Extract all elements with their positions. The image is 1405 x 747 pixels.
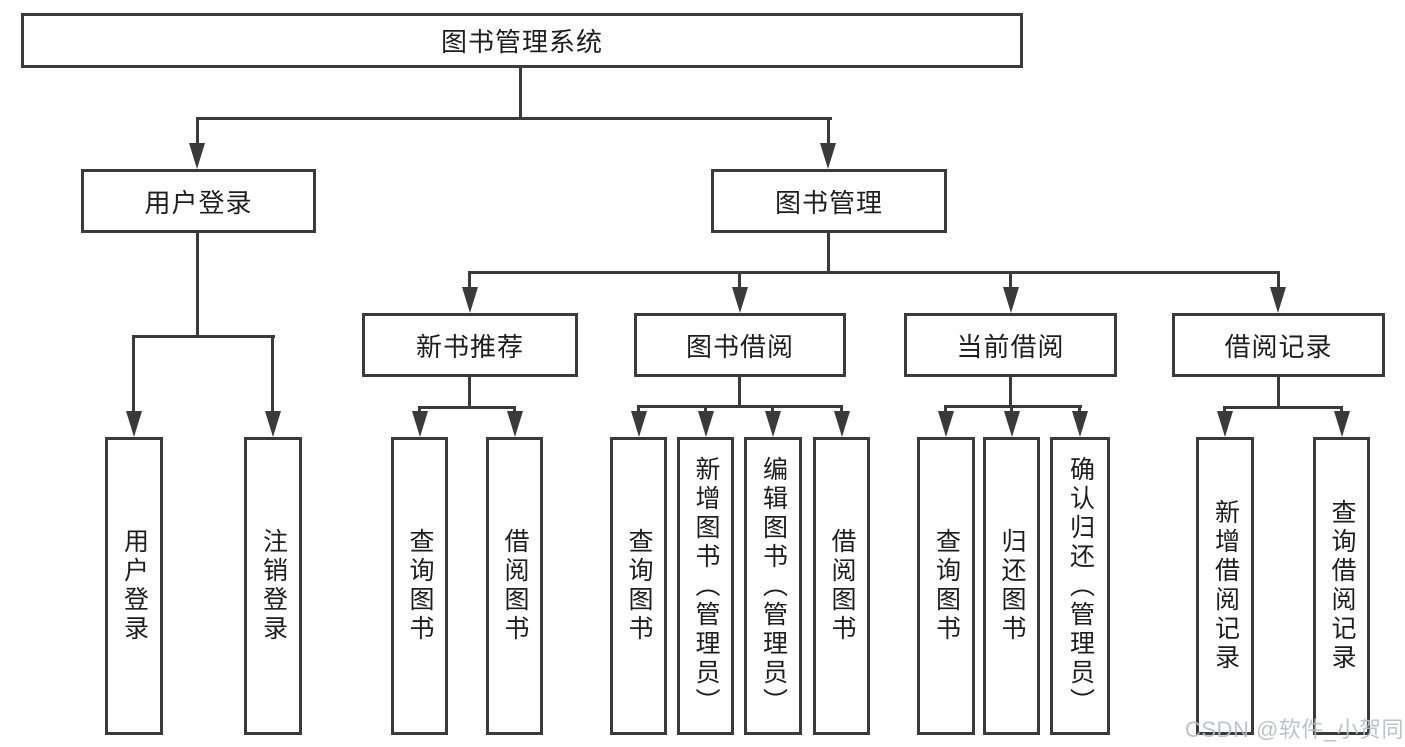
connector-line [944, 405, 947, 413]
connector-line [513, 406, 516, 414]
arrow-down-icon [412, 411, 428, 437]
node-label: 编辑图书（管理员） [759, 455, 788, 717]
connector-line [271, 335, 274, 413]
leaf-recommend-borrow-books: 借阅图书 [486, 437, 543, 735]
node-label: 新书推荐 [415, 331, 524, 362]
leaf-recommend-query-books: 查询图书 [391, 437, 448, 735]
connector-line [1277, 377, 1280, 409]
connector-line [418, 406, 516, 409]
arrow-down-icon [265, 411, 281, 437]
node-label: 图书管理系统 [440, 27, 603, 57]
connector-line [944, 405, 1082, 408]
connector-line [840, 405, 843, 413]
connector-line [1223, 406, 1343, 409]
node-book-borrowing: 图书借阅 [634, 313, 846, 377]
arrow-down-icon [1270, 287, 1286, 313]
arrow-down-icon [834, 411, 850, 437]
arrow-down-icon [507, 411, 523, 437]
connector-line [1078, 405, 1081, 413]
leaf-current-return-books: 归还图书 [983, 437, 1040, 735]
leaf-borrow-edit-books-admin: 编辑图书（管理员） [744, 437, 802, 735]
arrow-down-icon [126, 411, 142, 437]
connector-line [468, 377, 471, 409]
connector-line [637, 405, 843, 408]
node-root-library-system: 图书管理系统 [21, 13, 1023, 68]
leaf-user-login: 用户登录 [105, 437, 163, 735]
leaf-current-query-books: 查询图书 [917, 437, 975, 735]
connector-line [637, 405, 640, 413]
leaf-logout: 注销登录 [244, 437, 302, 735]
connector-line [827, 233, 830, 274]
connector-line [196, 117, 199, 145]
connector-line [1009, 377, 1012, 408]
node-label: 归还图书 [998, 528, 1026, 644]
connector-line [132, 335, 135, 413]
connector-line [827, 117, 830, 145]
arrow-down-icon [1003, 287, 1019, 313]
connector-line [196, 117, 832, 120]
node-label: 图书管理 [774, 187, 883, 218]
node-label: 用户登录 [144, 187, 253, 218]
node-label: 借阅图书 [828, 528, 856, 644]
connector-line [519, 68, 522, 119]
arrow-down-icon [765, 411, 781, 437]
connector-line [704, 405, 707, 413]
arrow-down-icon [698, 411, 714, 437]
node-user-login: 用户登录 [81, 169, 316, 233]
connector-line [1009, 271, 1012, 289]
node-label: 当前借阅 [956, 331, 1065, 362]
node-new-book-recommend: 新书推荐 [362, 313, 578, 377]
node-label: 确认归还（管理员） [1066, 455, 1095, 717]
leaf-borrow-borrow-books: 借阅图书 [813, 437, 870, 735]
arrow-down-icon [1004, 411, 1020, 437]
node-label: 查询借阅记录 [1328, 499, 1356, 673]
node-label: 借阅图书 [501, 528, 529, 644]
arrow-down-icon [1217, 411, 1233, 437]
arrow-down-icon [732, 287, 748, 313]
connector-line [196, 233, 199, 337]
node-label: 新增借阅记录 [1211, 499, 1240, 673]
node-label: 查询图书 [406, 528, 434, 644]
node-label: 用户登录 [120, 528, 149, 644]
arrow-down-icon [631, 411, 647, 437]
arrow-down-icon [938, 411, 954, 437]
connector-line [1010, 405, 1013, 413]
node-label: 注销登录 [259, 528, 288, 644]
connector-line [738, 377, 741, 408]
leaf-borrow-add-books-admin: 新增图书（管理员） [677, 437, 734, 735]
node-label: 图书借阅 [685, 331, 794, 362]
connector-line [468, 271, 1280, 274]
leaf-add-borrow-record: 新增借阅记录 [1196, 437, 1254, 735]
arrow-down-icon [1334, 411, 1350, 437]
connector-line [1340, 406, 1343, 414]
connector-line [468, 271, 471, 289]
connector-line [738, 271, 741, 289]
node-borrowing-records: 借阅记录 [1172, 313, 1385, 377]
node-label: 借阅记录 [1224, 331, 1333, 362]
connector-line [1277, 271, 1280, 289]
connector-line [771, 405, 774, 413]
node-current-borrowing: 当前借阅 [904, 313, 1117, 377]
arrow-down-icon [462, 287, 478, 313]
node-book-management: 图书管理 [711, 169, 947, 233]
connector-line [1223, 406, 1226, 414]
connector-line [132, 335, 275, 338]
arrow-down-icon [820, 143, 836, 169]
csdn-watermark: CSDN @软件_小贺同学 [1185, 717, 1405, 742]
arrow-down-icon [1072, 411, 1088, 437]
node-label: 查询图书 [932, 528, 961, 644]
node-label: 查询图书 [625, 528, 653, 644]
arrow-down-icon [189, 143, 205, 169]
leaf-query-borrow-record: 查询借阅记录 [1313, 437, 1370, 735]
node-label: 新增图书（管理员） [692, 455, 720, 717]
leaf-current-confirm-return-admin: 确认归还（管理员） [1050, 437, 1110, 735]
leaf-borrow-query-books: 查询图书 [610, 437, 667, 735]
connector-line [418, 406, 421, 414]
